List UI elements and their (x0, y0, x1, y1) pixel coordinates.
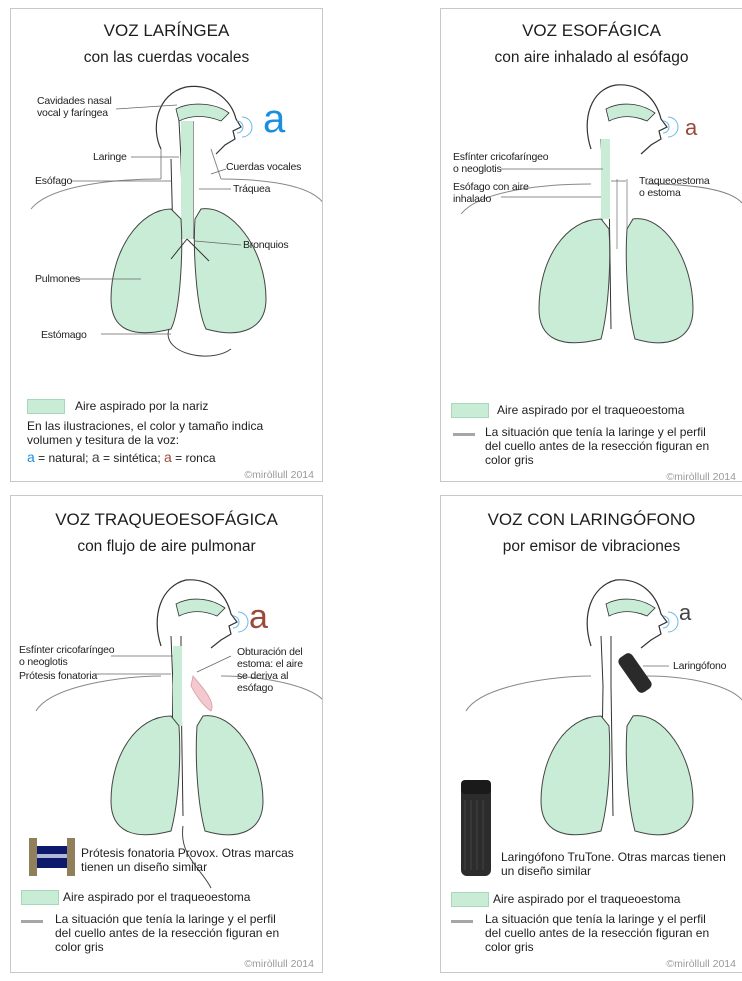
key-sintetica-text: = sintética; (100, 451, 164, 465)
copyright: ©miròllull 2014 (244, 958, 314, 970)
voice-letter-rough: a (249, 600, 268, 634)
label-cuerdas-vocales: Cuerdas vocales (226, 161, 301, 173)
label-laringe: Laringe (93, 151, 127, 163)
legend-air-swatch (21, 890, 59, 905)
label-esofago-aire: Esófago con aire inhalado (453, 181, 529, 205)
legend-air-swatch (27, 399, 65, 414)
label-traqueoestoma: Traqueoestoma o estoma (639, 175, 710, 199)
legend-air-swatch (451, 403, 489, 418)
label-bronquios: Bronquios (243, 239, 288, 251)
trutone-device-image (459, 776, 493, 878)
copyright: ©miròllull 2014 (666, 958, 736, 970)
label-cavidades: Cavidades nasal vocal y faríngea (37, 95, 112, 119)
label-protesis: Prótesis fonatoria (19, 670, 97, 682)
label-esfinter: Esfínter cricofaríngeo o neoglotis (453, 151, 548, 175)
provox-prosthesis-image (27, 836, 77, 878)
label-pulmones: Pulmones (35, 273, 80, 285)
key-ronca-glyph: a (164, 449, 172, 465)
legend-grey-text: La situación que tenía la laringe y el p… (55, 912, 295, 954)
legend-air-text: Aire aspirado por el traqueoestoma (497, 403, 684, 417)
panel-tracheoesophageal-voice: VOZ TRAQUEOESOFÁGICA con flujo de aire p… (10, 495, 323, 973)
key-natural-glyph: a (27, 449, 35, 465)
key-ronca-text: = ronca (172, 451, 216, 465)
voice-letter-natural: a (263, 99, 285, 139)
label-esfinter: Esfínter cricofaríngeo o neoglotis (19, 644, 114, 668)
key-natural-text: = natural; (35, 451, 92, 465)
key-sintetica-glyph: a (92, 449, 100, 465)
copyright: ©miròllull 2014 (666, 471, 736, 482)
panel-laryngeal-voice: VOZ LARÍNGEA con las cuerdas vocales a C… (10, 8, 323, 482)
panel-esophageal-voice: VOZ ESOFÁGICA con aire inhalado al esófa… (440, 8, 742, 482)
voice-letter-synthetic: a (679, 602, 691, 624)
label-traquea: Tráquea (233, 183, 270, 195)
legend-grey-text: La situación que tenía la laringe y el p… (485, 912, 723, 954)
legend-grey-line (453, 433, 475, 436)
label-esofago: Esófago (35, 175, 72, 187)
caption-trutone: Laringófono TruTone. Otras marcas tienen… (501, 850, 733, 878)
copyright: ©miròllull 2014 (244, 469, 314, 481)
label-obturacion: Obturación del estoma: el aire se deriva… (237, 646, 303, 694)
legend-air-swatch (451, 892, 489, 907)
legend-note: En las ilustraciones, el color y tamaño … (27, 419, 311, 447)
caption-provox: Prótesis fonatoria Provox. Otras marcas … (81, 846, 313, 874)
legend-grey-text: La situación que tenía la laringe y el p… (485, 425, 723, 467)
legend-grey-line (21, 920, 43, 923)
label-laringofono: Laringófono (673, 660, 726, 672)
panel-electrolarynx-voice: VOZ CON LARINGÓFONO por emisor de vibrac… (440, 495, 742, 973)
label-estomago: Estómago (41, 329, 87, 341)
legend-air-text: Aire aspirado por el traqueoestoma (63, 890, 250, 904)
voice-letter-rough: a (685, 117, 697, 139)
legend-grey-line (451, 920, 473, 923)
legend-air-text: Aire aspirado por la nariz (75, 399, 208, 413)
legend-air-text: Aire aspirado por el traqueoestoma (493, 892, 680, 906)
voice-key: a = natural; a = sintética; a = ronca (27, 450, 216, 465)
